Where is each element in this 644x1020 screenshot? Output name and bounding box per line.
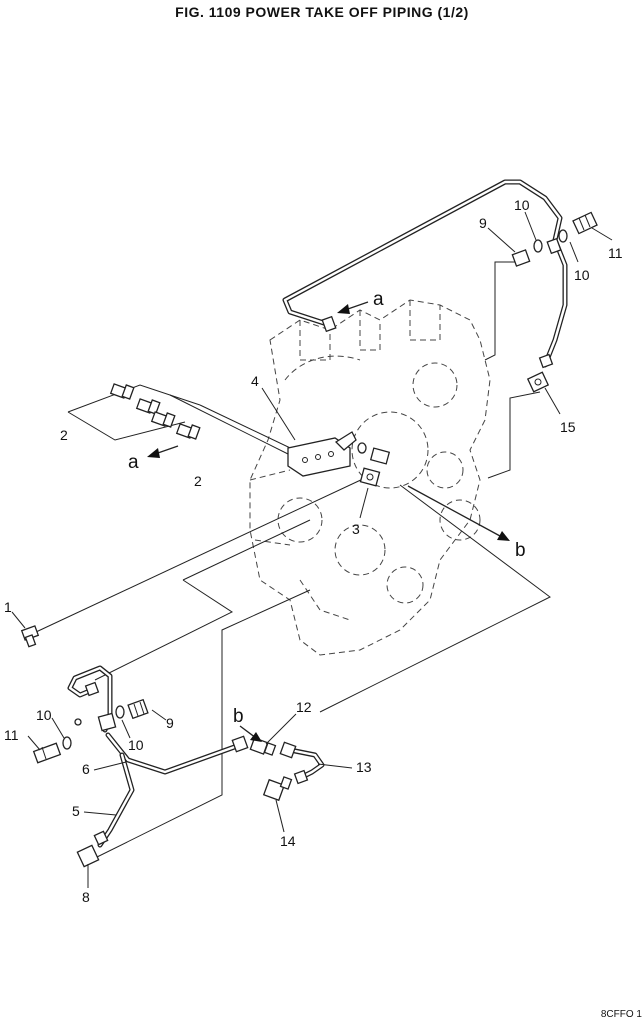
- callout-9-top: 9: [479, 215, 487, 231]
- callout-2-right: 2: [194, 473, 202, 489]
- elbow-14: [262, 776, 293, 802]
- ref-b-lower: b: [233, 706, 244, 727]
- callout-10-left: 10: [36, 707, 52, 723]
- elbow-8: [76, 830, 109, 868]
- callout-11-top: 11: [608, 245, 623, 261]
- elbow-15: [526, 371, 550, 393]
- pipes: [67, 179, 568, 848]
- fitting-group-2: [109, 383, 201, 440]
- callout-13: 13: [356, 759, 372, 775]
- callout-10-top: 10: [514, 197, 530, 213]
- callout-numbers: 4 9 10 11 10 15 2 2 3 1 10 11 10 9 6 5 8…: [4, 197, 623, 905]
- callout-11-left: 11: [4, 727, 19, 743]
- ref-a-top: a: [373, 289, 384, 310]
- elbow-3: [359, 467, 381, 487]
- tee-1: [20, 625, 40, 648]
- callout-10-right: 10: [574, 267, 590, 283]
- drawing-code: 8CFFO 1: [600, 1009, 642, 1020]
- pto-housing: [249, 299, 491, 656]
- leader-lines: [35, 261, 551, 859]
- ref-b-right: b: [515, 540, 526, 561]
- fittings: [20, 211, 598, 868]
- callout-1: 1: [4, 599, 12, 615]
- callout-9-lower: 9: [166, 715, 174, 731]
- reference-letters: a a b b: [128, 289, 526, 727]
- callout-4: 4: [251, 373, 259, 389]
- callout-5: 5: [72, 803, 80, 819]
- callout-2-left: 2: [60, 427, 68, 443]
- reference-arrows: [147, 301, 510, 742]
- connector-12: [249, 737, 277, 756]
- callout-12: 12: [296, 699, 312, 715]
- figure-title: FIG. 1109 POWER TAKE OFF PIPING (1/2): [175, 4, 469, 20]
- right-fittings: [511, 211, 598, 369]
- bracket-4: [287, 431, 357, 477]
- callout-8: 8: [82, 889, 90, 905]
- callout-leaders: [11, 211, 613, 888]
- callout-14: 14: [280, 833, 296, 849]
- callout-3: 3: [352, 521, 360, 537]
- ref-a-left: a: [128, 452, 139, 473]
- callout-10-lower: 10: [128, 737, 144, 753]
- callout-15: 15: [560, 419, 576, 435]
- callout-6: 6: [82, 761, 90, 777]
